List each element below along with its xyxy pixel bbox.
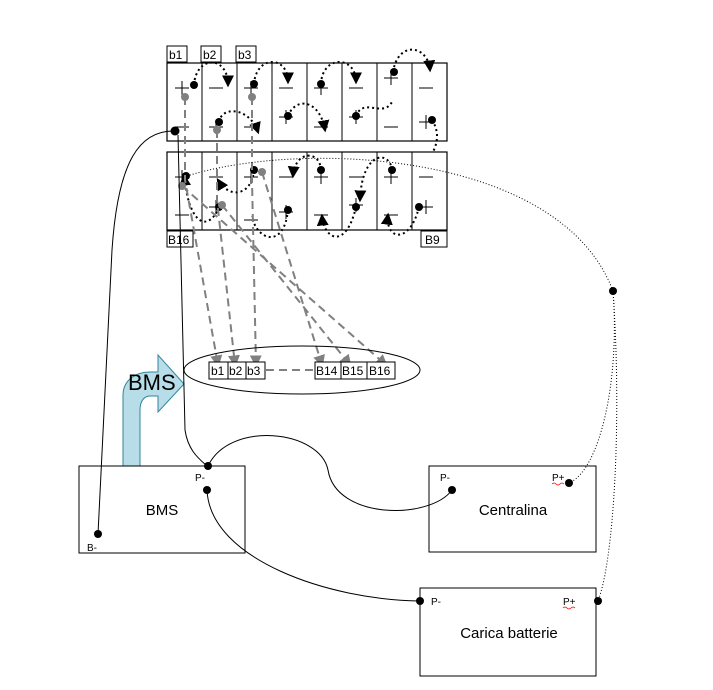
connector-label-b1: b1 <box>211 364 225 378</box>
cell-tag-b16: B16 <box>168 233 190 247</box>
power-wires <box>97 130 453 602</box>
sense-wire-dots <box>178 93 266 209</box>
bottom-cell-tags: B16 B9 <box>166 230 448 248</box>
controller-pin-p-plus: P+ <box>552 473 565 484</box>
battery-bottom-row: B16 B9 <box>166 151 448 248</box>
charger-pin-p-plus: P+ <box>563 597 576 608</box>
positive-wire <box>186 157 618 602</box>
charger-box: Carica batterie P- P+ <box>419 587 597 677</box>
connector-label-b14: B14 <box>316 364 338 378</box>
spellcheck-underline <box>551 482 565 486</box>
bms-pin-b-minus: B- <box>87 543 97 554</box>
bms-box: BMS P- B- <box>78 465 246 554</box>
cell-tag-b1: b1 <box>169 48 183 62</box>
sense-wires <box>181 97 388 371</box>
bms-up-arrow: BMS <box>122 353 185 467</box>
bms-sense-connector: b1 b2 b3 B14 B15 B16 <box>183 345 421 395</box>
charger-pin-p-minus: P- <box>431 597 441 608</box>
connector-label-b2: b2 <box>229 364 243 378</box>
cell-tag-b3: b3 <box>238 48 252 62</box>
connector-label-b15: B15 <box>342 364 364 378</box>
bms-pin-p-minus: P- <box>195 473 205 484</box>
controller-box-title: Centralina <box>479 502 548 519</box>
controller-pin-p-minus: P- <box>440 473 450 484</box>
spellcheck-underline <box>562 606 576 610</box>
battery-top-row: b1 b2 b3 <box>166 45 448 170</box>
cell-tag-b2: b2 <box>203 48 217 62</box>
bms-box-title: BMS <box>146 502 179 519</box>
wire-junction-dots <box>94 287 617 605</box>
charger-box-title: Carica batterie <box>460 625 558 642</box>
connector-label-b3: b3 <box>247 364 261 378</box>
connector-label-b16: B16 <box>369 364 391 378</box>
terminal-dots-top <box>170 68 436 136</box>
cell-tag-b9: B9 <box>425 233 440 247</box>
bms-arrow-label: BMS <box>128 370 176 395</box>
top-cell-tags: b1 b2 b3 <box>166 45 257 63</box>
controller-box: Centralina P- P+ <box>428 465 597 553</box>
